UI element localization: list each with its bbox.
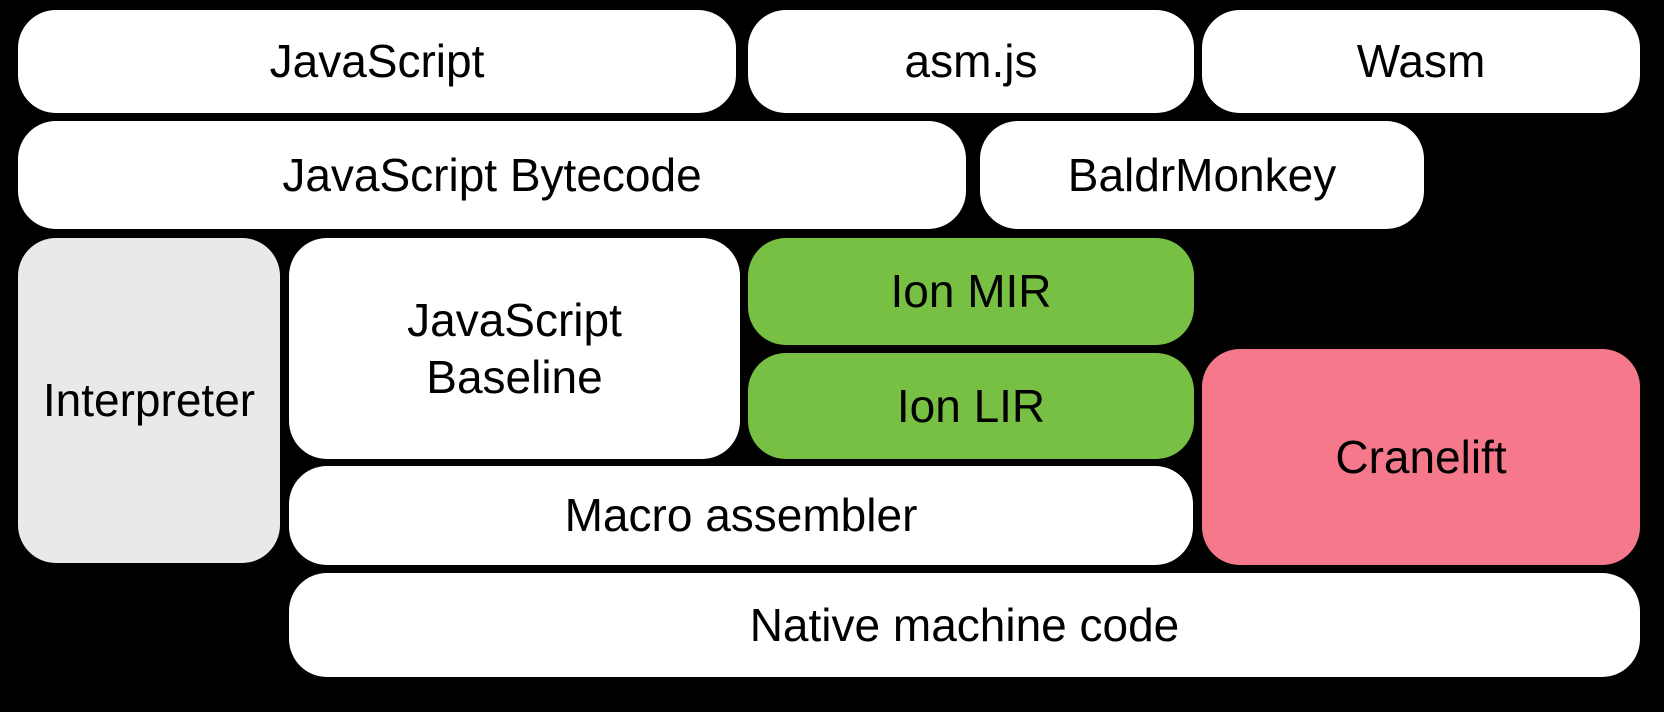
node-cranelift: Cranelift bbox=[1202, 349, 1640, 565]
node-ion-lir: Ion LIR bbox=[748, 353, 1194, 459]
node-interpreter: Interpreter bbox=[18, 238, 280, 563]
node-native-machine-code: Native machine code bbox=[289, 573, 1640, 677]
node-ion-mir: Ion MIR bbox=[748, 238, 1194, 345]
node-javascript-baseline: JavaScript Baseline bbox=[289, 238, 740, 459]
node-macro-assembler: Macro assembler bbox=[289, 466, 1193, 565]
node-asmjs: asm.js bbox=[748, 10, 1194, 113]
node-wasm: Wasm bbox=[1202, 10, 1640, 113]
node-baldrmonkey: BaldrMonkey bbox=[980, 121, 1424, 229]
node-javascript: JavaScript bbox=[18, 10, 736, 113]
node-javascript-bytecode: JavaScript Bytecode bbox=[18, 121, 966, 229]
